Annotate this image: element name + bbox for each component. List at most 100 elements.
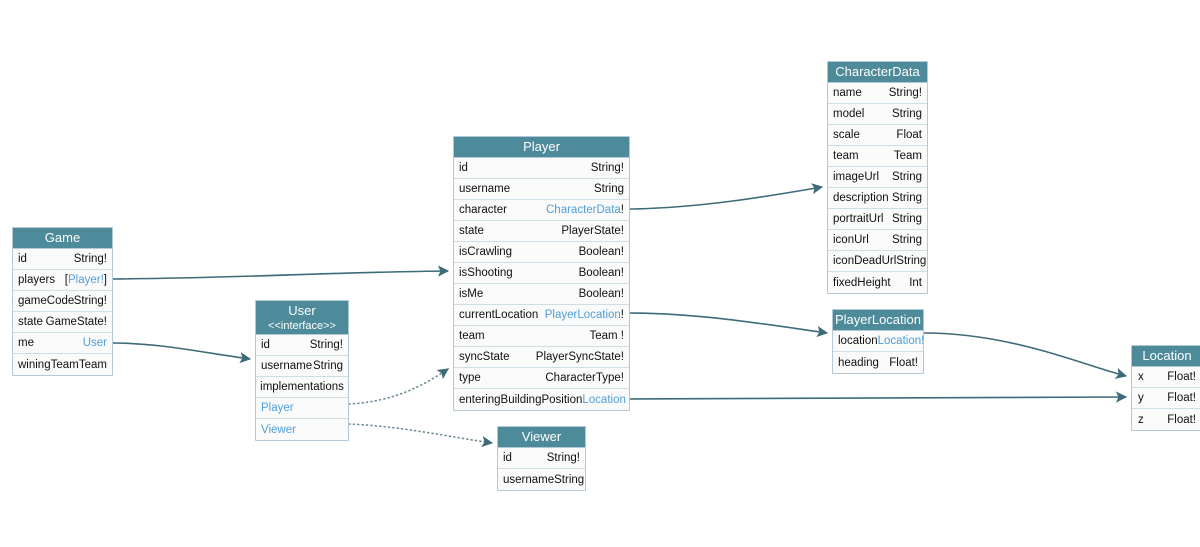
field-type: CharacterType!	[545, 372, 624, 384]
field-type: Team	[78, 358, 107, 371]
field-row[interactable]: syncState PlayerSyncState!	[454, 347, 629, 368]
field-row[interactable]: winingTeam Team	[13, 354, 112, 375]
field-name: id	[503, 452, 512, 464]
field-name: currentLocation	[459, 309, 539, 321]
implementation-row[interactable]: Player	[256, 398, 348, 419]
field-row[interactable]: isMe Boolean!	[454, 284, 629, 305]
field-row[interactable]: currentLocation PlayerLocation!	[454, 305, 629, 326]
edge-player-character-to-characterdata	[629, 183, 824, 210]
field-type: [Player!]	[65, 274, 107, 286]
type-link[interactable]: Location!	[877, 335, 925, 347]
bracket-close: ]	[103, 274, 107, 286]
entity-title-user: User <<interface>>	[256, 301, 348, 335]
implementation-row[interactable]: Viewer	[256, 419, 348, 440]
field-row[interactable]: scale Float	[828, 125, 927, 146]
field-name: description	[833, 192, 889, 204]
field-type: String	[896, 255, 927, 267]
field-name: gameCode	[18, 295, 75, 307]
entity-characterdata[interactable]: CharacterData name String! model String …	[827, 61, 928, 294]
field-row[interactable]: isShooting Boolean!	[454, 263, 629, 284]
field-type: Float!	[1167, 392, 1196, 404]
edge-playerlocation-location-to-location	[923, 332, 1128, 379]
field-row[interactable]: fixedHeight Int	[828, 272, 927, 293]
field-name: username	[261, 360, 313, 372]
non-null-marker: !	[620, 309, 624, 321]
field-type: PlayerLocation!	[545, 309, 624, 321]
type-link[interactable]: Player	[261, 402, 294, 414]
field-row[interactable]: state PlayerState!	[454, 221, 629, 242]
type-link[interactable]: Location	[582, 393, 626, 406]
field-row[interactable]: z Float!	[1132, 409, 1200, 430]
field-row[interactable]: iconDeadUrl String	[828, 251, 927, 272]
field-type: PlayerSyncState!	[535, 351, 624, 363]
type-link[interactable]: Viewer	[261, 423, 296, 436]
field-name: type	[459, 372, 481, 384]
type-link[interactable]: PlayerLocation	[544, 309, 621, 321]
field-type: Boolean!	[578, 246, 624, 258]
field-row[interactable]: iconUrl String	[828, 230, 927, 251]
type-link[interactable]: CharacterData	[546, 204, 621, 216]
field-row[interactable]: username String	[498, 469, 585, 490]
field-row[interactable]: id String!	[256, 335, 348, 356]
field-row[interactable]: type CharacterType!	[454, 368, 629, 389]
field-row[interactable]: x Float!	[1132, 367, 1200, 388]
field-type: String!	[590, 162, 624, 174]
entity-name-label: User	[288, 303, 316, 318]
field-type: Float!	[889, 356, 918, 369]
field-row[interactable]: id String!	[13, 249, 112, 270]
field-row[interactable]: state GameState!	[13, 312, 112, 333]
field-name: heading	[838, 356, 879, 369]
field-row[interactable]: portraitUrl String	[828, 209, 927, 230]
field-row[interactable]: enteringBuildingPosition Location	[454, 389, 629, 410]
field-row[interactable]: y Float!	[1132, 388, 1200, 409]
entity-player[interactable]: Player id String! username String charac…	[453, 136, 630, 411]
field-name: portraitUrl	[833, 213, 884, 225]
entity-user[interactable]: User <<interface>> id String! username S…	[255, 300, 349, 441]
field-row[interactable]: heading Float!	[833, 352, 923, 373]
entity-location[interactable]: Location x Float! y Float! z Float!	[1131, 345, 1200, 431]
field-type: String!	[73, 295, 107, 307]
field-row[interactable]: isCrawling Boolean!	[454, 242, 629, 263]
field-row[interactable]: name String!	[828, 83, 927, 104]
field-type: String!	[888, 87, 922, 99]
bracket-open: [	[64, 274, 68, 286]
type-link[interactable]: Player!	[68, 274, 104, 286]
field-name: state	[459, 225, 484, 237]
field-name: iconUrl	[833, 234, 869, 246]
field-row[interactable]: team Team !	[454, 326, 629, 347]
field-name: syncState	[459, 351, 510, 363]
entity-title-playerlocation: PlayerLocation	[833, 310, 923, 331]
field-row[interactable]: location Location!	[833, 331, 925, 352]
field-name: scale	[833, 129, 860, 141]
entity-title-player: Player	[454, 137, 629, 158]
field-type: PlayerState!	[561, 225, 624, 237]
field-row[interactable]: model String	[828, 104, 927, 125]
field-row[interactable]: description String	[828, 188, 927, 209]
field-row[interactable]: username String	[454, 179, 629, 200]
entity-title-location: Location	[1132, 346, 1200, 367]
field-row[interactable]: id String!	[498, 448, 585, 469]
field-row[interactable]: gameCode String!	[13, 291, 112, 312]
field-row[interactable]: imageUrl String	[828, 167, 927, 188]
entity-viewer[interactable]: Viewer id String! username String	[497, 426, 586, 491]
field-name: y	[1138, 392, 1144, 404]
field-type: String	[312, 360, 343, 372]
stereotype-label: <<interface>>	[268, 320, 336, 332]
field-row[interactable]: team Team	[828, 146, 927, 167]
field-name: me	[18, 337, 34, 349]
field-row[interactable]: players [Player!]	[13, 270, 112, 291]
field-type: String!	[309, 339, 343, 351]
field-row[interactable]: character CharacterData!	[454, 200, 629, 221]
field-type: Team	[893, 150, 922, 162]
field-name: username	[459, 183, 511, 195]
field-type: Boolean!	[578, 267, 624, 279]
entity-game[interactable]: Game id String! players [Player!] gameCo…	[12, 227, 113, 376]
field-row[interactable]: username String	[256, 356, 348, 377]
entity-playerlocation[interactable]: PlayerLocation location Location! headin…	[832, 309, 924, 374]
field-name: id	[459, 162, 468, 174]
field-row[interactable]: me User	[13, 333, 112, 354]
type-link[interactable]: User	[82, 337, 107, 349]
field-row[interactable]: id String!	[454, 158, 629, 179]
field-type: Int	[909, 276, 922, 289]
